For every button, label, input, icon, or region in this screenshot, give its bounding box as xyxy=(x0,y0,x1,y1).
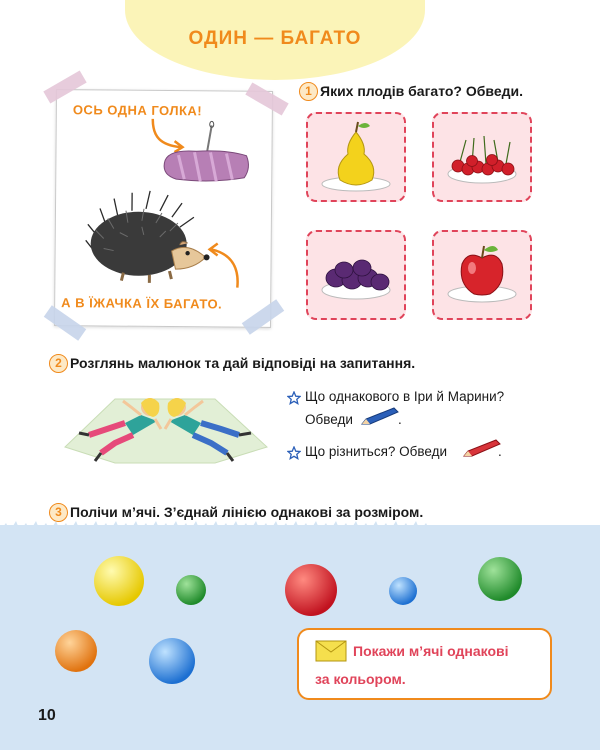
fruit-card-plums[interactable] xyxy=(306,230,406,320)
arrow-to-hedgehog-icon xyxy=(207,242,239,288)
question-same-end: . xyxy=(398,412,402,427)
fruit-card-apple[interactable] xyxy=(432,230,532,320)
page-title: ОДИН — БАГАТО xyxy=(188,28,362,49)
question-same-text: Що однакового в Іри й Марини? xyxy=(305,389,505,404)
question-differ-end: . xyxy=(498,444,502,459)
fruit-card-cherries[interactable] xyxy=(432,112,532,202)
question-differ-text: Що різниться? Обведи xyxy=(305,444,448,459)
balls-set xyxy=(55,556,522,684)
task-2-number: 2 xyxy=(49,354,68,373)
hint-line-1: Покажи м’ячі однакові xyxy=(353,643,509,659)
girl-ira-icon xyxy=(78,398,163,462)
ball-yellow-large xyxy=(94,556,144,606)
intro-photo-frame: ОСЬ ОДНА ГОЛКА! А В ЇЖАЧКА ЇХ БАГАТО. xyxy=(53,89,274,328)
plums-icon xyxy=(321,259,391,300)
task-3-text: Полічи м’ячі. З’єднай лінією однакові за… xyxy=(70,504,424,520)
ball-red-large xyxy=(285,564,337,616)
ball-green-large xyxy=(478,557,522,601)
girl-maryna-icon xyxy=(163,398,252,462)
ball-blue-small xyxy=(389,577,417,605)
task-1-text: Яких плодів багато? Обведи. xyxy=(320,83,523,99)
question-same-circle-text: Обведи xyxy=(305,412,353,427)
caption-one-needle: ОСЬ ОДНА ГОЛКА! xyxy=(72,102,203,119)
pillow-with-needle-icon xyxy=(163,120,249,182)
red-pencil-icon xyxy=(462,439,501,457)
caption-many-needles: А В ЇЖАЧКА ЇХ БАГАТО. xyxy=(61,295,223,312)
hint-line-2: за кольором. xyxy=(315,671,406,687)
task-1-number: 1 xyxy=(299,82,318,101)
girls-picture xyxy=(64,398,268,464)
blue-pencil-icon xyxy=(360,407,399,425)
star-bullet-icon xyxy=(287,446,301,460)
apple-icon xyxy=(447,245,517,303)
task-3-number: 3 xyxy=(49,503,68,522)
envelope-icon xyxy=(315,640,347,662)
ball-blue-large xyxy=(149,638,195,684)
task-2-text: Розглянь малюнок та дай відповіді на зап… xyxy=(70,355,416,371)
pear-icon xyxy=(321,121,391,192)
hedgehog-icon xyxy=(85,190,210,283)
fruit-card-pear[interactable] xyxy=(306,112,406,202)
hint-box: Покажи м’ячі однакові за кольором. xyxy=(297,628,552,700)
cherries-icon xyxy=(447,135,517,184)
arrow-to-pillow-icon xyxy=(151,118,185,154)
page-number: 10 xyxy=(38,707,56,724)
star-bullet-icon xyxy=(287,391,301,405)
grass-edge xyxy=(0,521,600,545)
ball-orange-medium xyxy=(55,630,97,672)
ball-green-small xyxy=(176,575,206,605)
